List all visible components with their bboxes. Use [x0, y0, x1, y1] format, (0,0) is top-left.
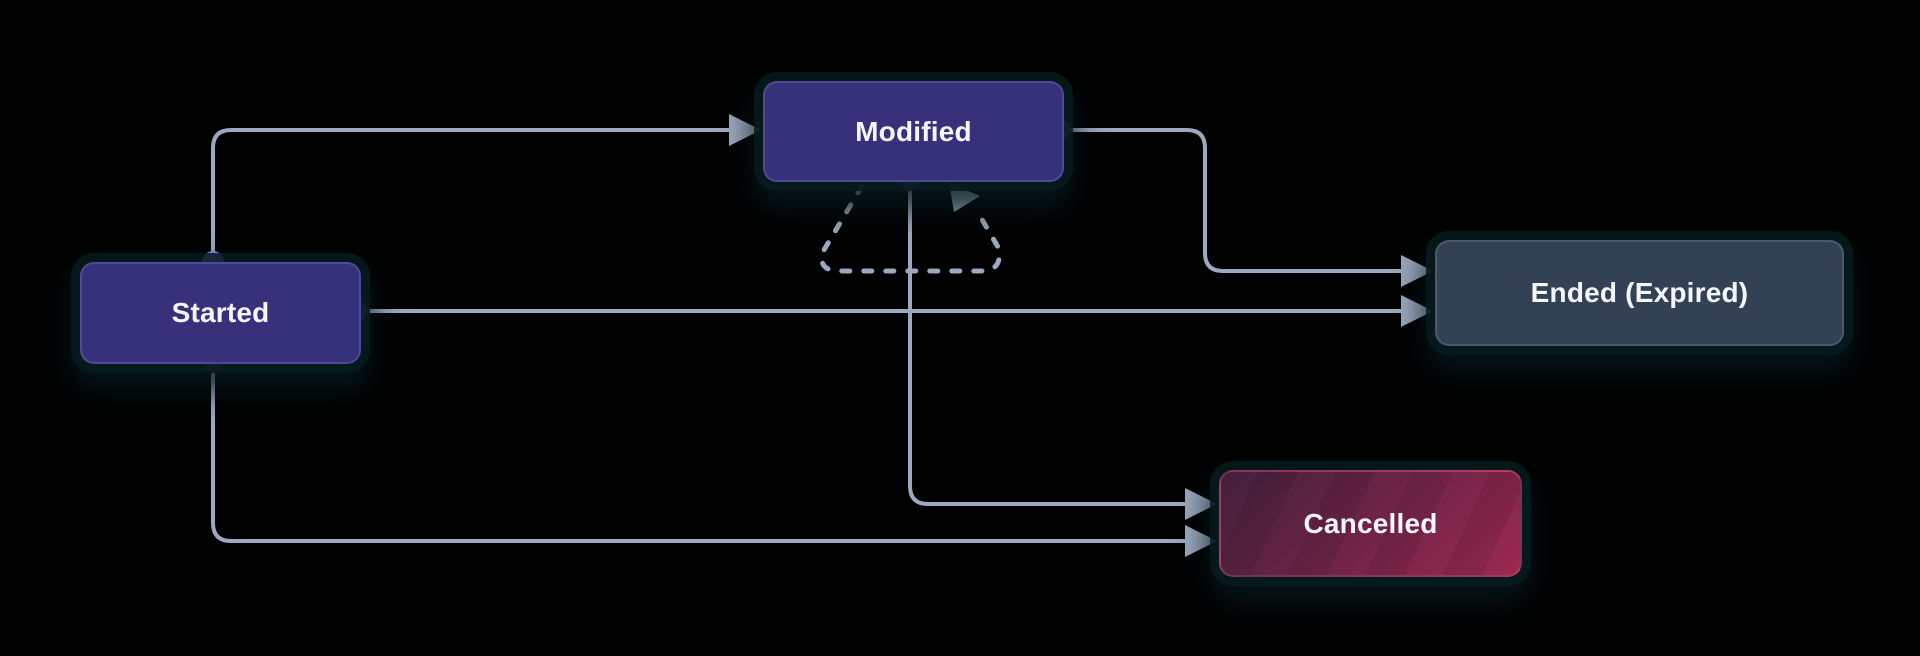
edge-started-to-cancelled[interactable]	[211, 365, 1187, 543]
edge-modified-self-loop[interactable]	[819, 183, 1002, 274]
node-modified-label: Modified	[855, 115, 972, 147]
arrowhead-into-cancelled-upper-icon	[1185, 488, 1217, 520]
arrowhead-into-modified-icon	[729, 114, 761, 146]
node-started-label: Started	[171, 297, 270, 328]
node-started[interactable]: Started	[80, 262, 361, 364]
arrowhead-into-ended-lower-icon	[1401, 295, 1433, 327]
node-cancelled[interactable]: Cancelled	[1219, 470, 1522, 577]
arrowhead-into-cancelled-lower-icon	[1185, 525, 1217, 557]
node-ended-expired[interactable]: Ended (Expired)	[1435, 240, 1844, 346]
node-modified[interactable]: Modified	[763, 81, 1064, 182]
edge-started-to-modified[interactable]	[211, 128, 731, 266]
edge-modified-to-ended[interactable]	[1059, 128, 1403, 273]
node-ended-expired-label: Ended (Expired)	[1530, 277, 1749, 308]
edge-modified-to-cancelled[interactable]	[908, 182, 1187, 506]
arrowhead-self-loop-icon	[949, 183, 980, 212]
arrowhead-into-ended-upper-icon	[1401, 255, 1433, 287]
node-cancelled-label: Cancelled	[1303, 507, 1438, 539]
